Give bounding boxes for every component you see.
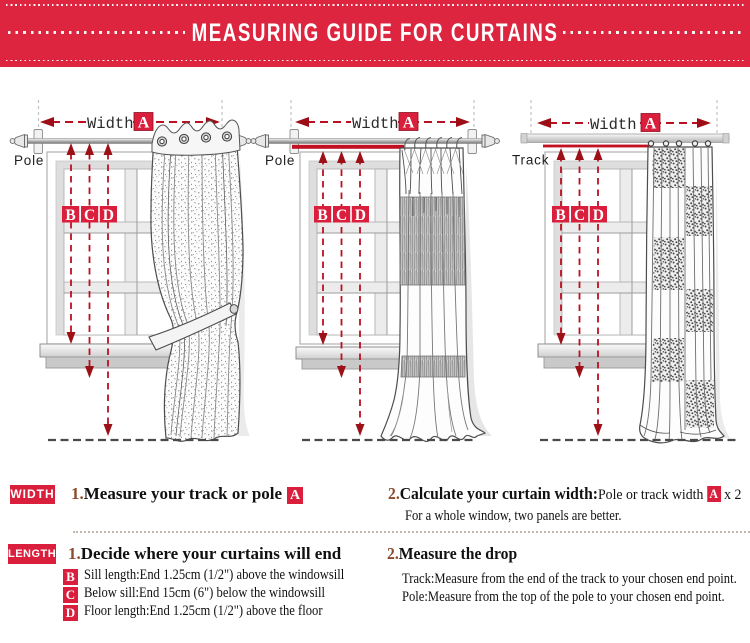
svg-text:C: C xyxy=(574,207,585,224)
svg-text:D: D xyxy=(593,207,604,224)
svg-text:B: B xyxy=(317,207,327,224)
svg-text:C: C xyxy=(336,207,347,224)
svg-text:Pole: Pole xyxy=(265,153,295,168)
svg-text:A: A xyxy=(645,116,657,133)
svg-text:B: B xyxy=(65,207,75,224)
svg-text:Width: Width xyxy=(590,116,637,134)
svg-text:Track: Track xyxy=(512,153,549,168)
svg-text:C: C xyxy=(84,207,95,224)
svg-text:Width: Width xyxy=(352,115,399,133)
svg-text:Width: Width xyxy=(87,115,134,133)
svg-text:B: B xyxy=(555,207,565,224)
svg-text:D: D xyxy=(355,207,366,224)
svg-text:A: A xyxy=(138,115,150,132)
svg-text:D: D xyxy=(103,207,114,224)
svg-text:A: A xyxy=(403,115,415,132)
svg-text:Pole: Pole xyxy=(14,153,44,168)
